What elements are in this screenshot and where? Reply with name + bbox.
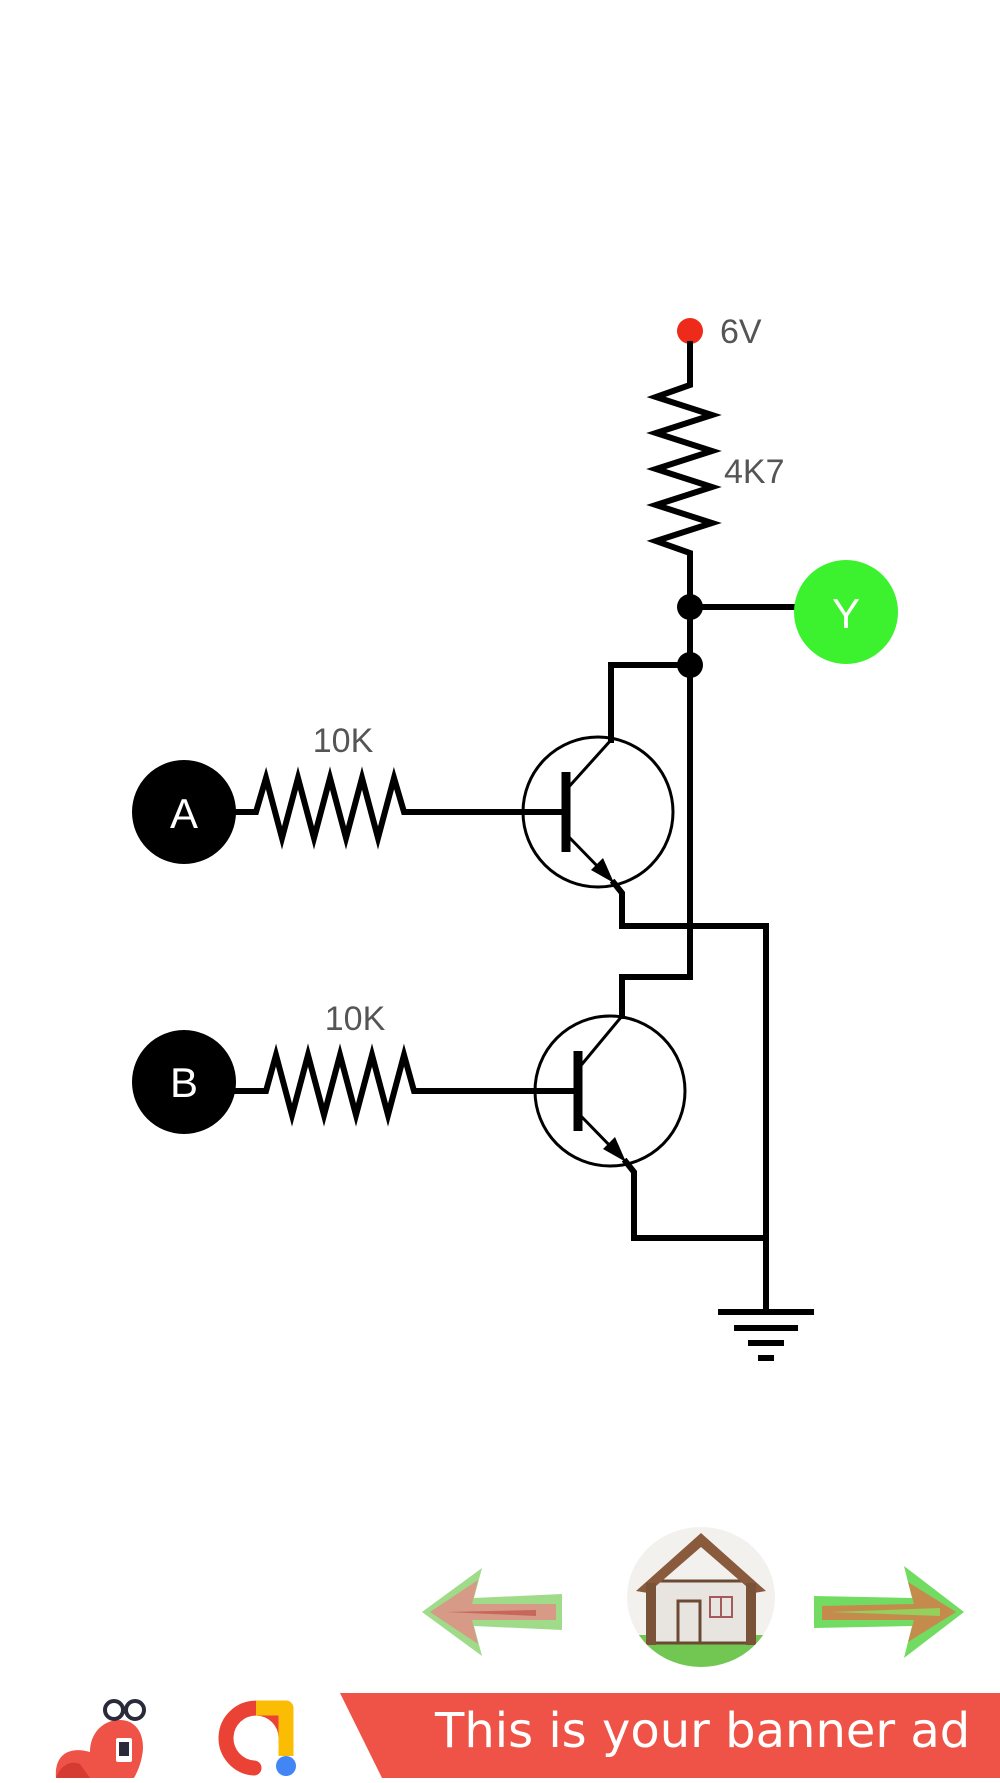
input-a-node[interactable] xyxy=(132,760,236,864)
input-a-label: A xyxy=(170,790,198,837)
forward-button[interactable] xyxy=(810,1558,970,1666)
home-button[interactable] xyxy=(626,1523,776,1668)
output-y-label: Y xyxy=(832,590,860,637)
input-b-label: B xyxy=(170,1059,198,1106)
house-icon xyxy=(627,1527,775,1667)
banner-ad-text: This is your banner ad xyxy=(435,1703,971,1759)
resistor-a-label: 10K xyxy=(313,722,374,760)
collector-resistor xyxy=(646,341,722,610)
input-b-node[interactable] xyxy=(132,1030,236,1134)
output-y-node[interactable] xyxy=(794,560,898,664)
arrow-left-icon xyxy=(422,1568,562,1656)
mascot-button[interactable] xyxy=(50,1694,150,1778)
mascot-icon xyxy=(55,1699,146,1778)
resistor-a xyxy=(233,766,569,850)
back-button[interactable] xyxy=(416,1558,566,1666)
arrow-right-icon xyxy=(814,1566,964,1658)
ad-network-button[interactable] xyxy=(214,1694,300,1778)
ad-network-logo-icon xyxy=(218,1700,296,1776)
resistor-b xyxy=(233,1043,581,1127)
resistor-b-label: 10K xyxy=(325,1000,386,1038)
supply-label: 6V xyxy=(720,313,762,351)
collector-resistor-label: 4K7 xyxy=(724,453,785,491)
ground-symbol xyxy=(718,1235,814,1361)
supply-terminal xyxy=(677,318,703,344)
banner-ad[interactable]: This is your banner ad xyxy=(340,1693,1000,1778)
